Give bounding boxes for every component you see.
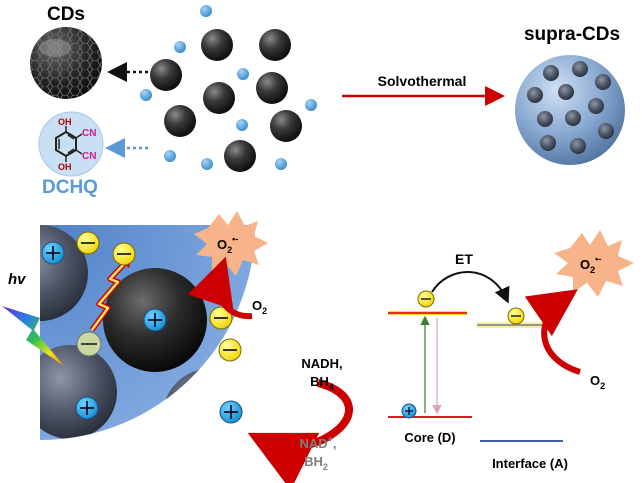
electron-icons	[76, 231, 242, 362]
et-label: ET	[455, 251, 473, 267]
oxygen-reduction-arrow-right	[524, 289, 581, 375]
dchq-label: DCHQ	[42, 177, 98, 198]
dchq-oh-bottom: OH	[58, 162, 72, 172]
hole-icons	[41, 241, 243, 424]
precursor-mixture	[140, 5, 317, 172]
supra-cds-label: supra-CDs	[524, 24, 620, 45]
dchq-oh-top: OH	[58, 117, 72, 127]
cds-label: CDs	[47, 4, 85, 25]
o2-right: O2	[590, 373, 605, 391]
et-arrow	[431, 271, 510, 304]
light-bolt-icon	[2, 306, 64, 366]
solvothermal-label: Solvothermal	[378, 73, 467, 89]
superoxide-burst-right	[554, 230, 634, 297]
hole-core-level	[401, 403, 417, 419]
nad-label: NAD+,	[299, 434, 336, 451]
supra-cds-particle	[515, 55, 625, 165]
cd-illustration	[30, 27, 102, 99]
nadh-oxidation-arrow	[247, 379, 353, 483]
o2-left: O2	[252, 298, 267, 316]
nadh-label: NADH,	[301, 356, 342, 371]
dchq-cn-top: CN	[82, 128, 96, 139]
bh2-label: BH2	[304, 454, 328, 472]
ground-state-icon	[76, 331, 102, 357]
bh4-label: BH4	[310, 374, 334, 392]
light-label: hv	[8, 271, 27, 288]
oxygen-reduction-arrow-left	[187, 256, 253, 320]
interface-label: Interface (A)	[492, 456, 568, 471]
electron-interface-level	[507, 307, 525, 325]
superoxide-left: O2•-	[217, 234, 238, 255]
electron-core-level	[417, 290, 435, 308]
dchq-molecule	[38, 111, 104, 177]
core-label: Core (D)	[404, 430, 455, 445]
dchq-cn-bottom: CN	[82, 151, 96, 162]
superoxide-right: O2•-	[580, 254, 601, 275]
